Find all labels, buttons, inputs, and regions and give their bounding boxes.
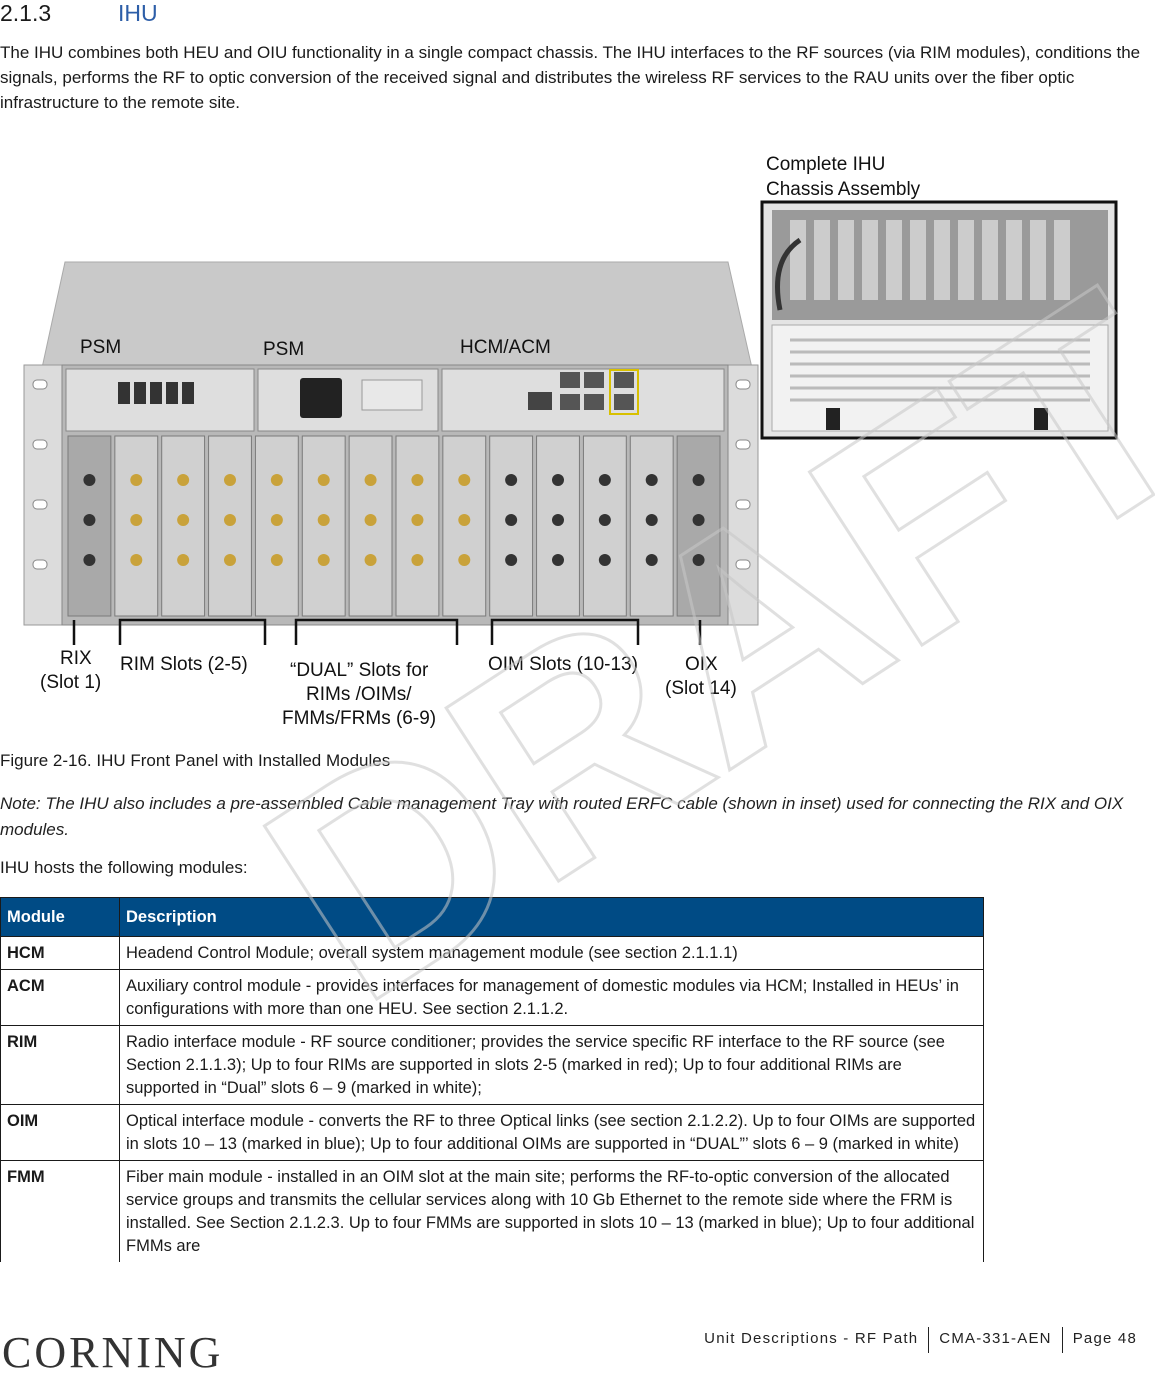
footer-page: Page 48: [1072, 1330, 1137, 1347]
slot-connector: [692, 554, 705, 566]
slot-connector: [411, 554, 424, 566]
footer-doc-id: CMA-331-AEN: [939, 1330, 1052, 1347]
footer-divider: [928, 1327, 930, 1353]
intro-paragraph: The IHU combines both HEU and OIU functi…: [0, 43, 1141, 112]
section-heading: 2.1.3 IHU: [0, 0, 158, 27]
module-description: Radio interface module - RF source condi…: [119, 1025, 984, 1105]
label-psm-2: PSM: [263, 339, 304, 360]
slot-connector: [505, 474, 518, 486]
slot-connector: [317, 514, 330, 526]
slot-connector: [177, 474, 190, 486]
slot-connector: [317, 554, 330, 566]
module-description: Fiber main module - installed in an OIM …: [119, 1160, 984, 1262]
slot-connector: [411, 514, 424, 526]
section-title: IHU: [118, 0, 158, 26]
module-name: OIM: [0, 1104, 120, 1161]
label-rix: RIX: [60, 648, 92, 669]
slot-connector: [458, 514, 471, 526]
module-slot-card: [582, 435, 627, 617]
slot-connector: [645, 514, 658, 526]
slot-connector: [270, 554, 283, 566]
slot-connector: [458, 554, 471, 566]
corning-logo: CORNING: [2, 1328, 224, 1377]
modules-intro: IHU hosts the following modules:: [0, 858, 248, 877]
label-psm-1: PSM: [80, 337, 121, 358]
slot-connector: [224, 474, 236, 486]
label-rim-slots: RIM Slots (2-5): [120, 654, 248, 675]
slot-connector: [83, 474, 96, 486]
page-footer: CORNING Unit Descriptions - RF Path CMA-…: [0, 1322, 1155, 1377]
table-row: RIM Radio interface module - RF source c…: [0, 1025, 984, 1105]
slot-connector: [598, 474, 611, 486]
module-description: Headend Control Module; overall system m…: [119, 936, 984, 970]
slot-connector: [364, 514, 377, 526]
ihu-front-panel-figure: PSM PSM HCM/ACM Complete IHU Chassis Ass…: [23, 154, 1118, 729]
label-oix-slot: (Slot 14): [665, 678, 737, 699]
slot-connector: [505, 514, 518, 526]
footer-divider: [1061, 1327, 1063, 1353]
module-slot-card: [301, 435, 346, 617]
footer-section: Unit Descriptions - RF Path: [704, 1330, 919, 1347]
slot-connector: [177, 514, 190, 526]
slot-connector: [552, 474, 564, 486]
table-row: HCM Headend Control Module; overall syst…: [0, 936, 984, 970]
table-row: OIM Optical interface module - converts …: [0, 1104, 984, 1161]
inset-title-line1: Complete IHU: [766, 154, 885, 175]
slot-connector: [598, 514, 611, 526]
slot-connector: [83, 554, 96, 566]
label-dual-1: “DUAL” Slots for: [290, 660, 429, 681]
slot-connector: [130, 474, 143, 486]
module-slot-card: [676, 435, 721, 617]
slot-connector: [364, 474, 377, 486]
slot-connector: [692, 474, 705, 486]
slot-connector: [270, 514, 283, 526]
label-dual-2: RIMs /OIMs/: [306, 684, 412, 705]
module-slots: [67, 435, 721, 617]
table-row: FMM Fiber main module - installed in an …: [0, 1160, 984, 1262]
slot-connector: [552, 514, 564, 526]
module-name: RIM: [0, 1025, 120, 1105]
slot-connector: [552, 554, 564, 566]
module-name: ACM: [0, 969, 120, 1026]
slot-connector: [598, 554, 611, 566]
slot-connector: [411, 474, 424, 486]
label-rix-slot: (Slot 1): [40, 672, 101, 693]
section-number: 2.1.3: [0, 0, 52, 26]
slot-connector: [224, 554, 236, 566]
slot-connector: [177, 554, 190, 566]
table-row: ACM Auxiliary control module - provides …: [0, 969, 984, 1026]
modules-table: Module Description HCM Headend Control M…: [0, 897, 984, 1262]
label-hcm-acm: HCM/ACM: [460, 337, 551, 358]
slot-connector: [505, 554, 518, 566]
figure-note: Note: The IHU also includes a pre-assemb…: [0, 794, 1124, 839]
header-module: Module: [0, 897, 120, 937]
module-slot-card: [114, 435, 159, 617]
inset-title-line2: Chassis Assembly: [766, 179, 921, 200]
slot-connector: [317, 474, 330, 486]
slot-connector: [270, 474, 283, 486]
slot-connector: [130, 514, 143, 526]
label-dual-3: FMMs/FRMs (6-9): [282, 708, 436, 729]
slot-connector: [458, 474, 471, 486]
module-name: FMM: [0, 1160, 120, 1262]
module-description: Auxiliary control module - provides inte…: [119, 969, 984, 1026]
figure-caption: Figure 2-16. IHU Front Panel with Instal…: [0, 751, 391, 770]
module-name: HCM: [0, 936, 120, 970]
slot-connector: [645, 554, 658, 566]
header-description: Description: [119, 897, 984, 937]
slot-connector: [224, 514, 236, 526]
module-description: Optical interface module - converts the …: [119, 1104, 984, 1161]
slot-connector: [645, 474, 658, 486]
slot-connector: [130, 554, 143, 566]
module-slot-card: [489, 435, 534, 617]
module-slot-card: [348, 435, 393, 617]
slot-connector: [692, 514, 705, 526]
table-header-row: Module Description: [0, 897, 984, 937]
footer-meta: Unit Descriptions - RF Path CMA-331-AEN …: [694, 1327, 1147, 1353]
slot-connector: [83, 514, 96, 526]
label-oix: OIX: [685, 654, 718, 675]
slot-connector: [364, 554, 377, 566]
label-oim-slots: OIM Slots (10-13): [488, 654, 638, 675]
